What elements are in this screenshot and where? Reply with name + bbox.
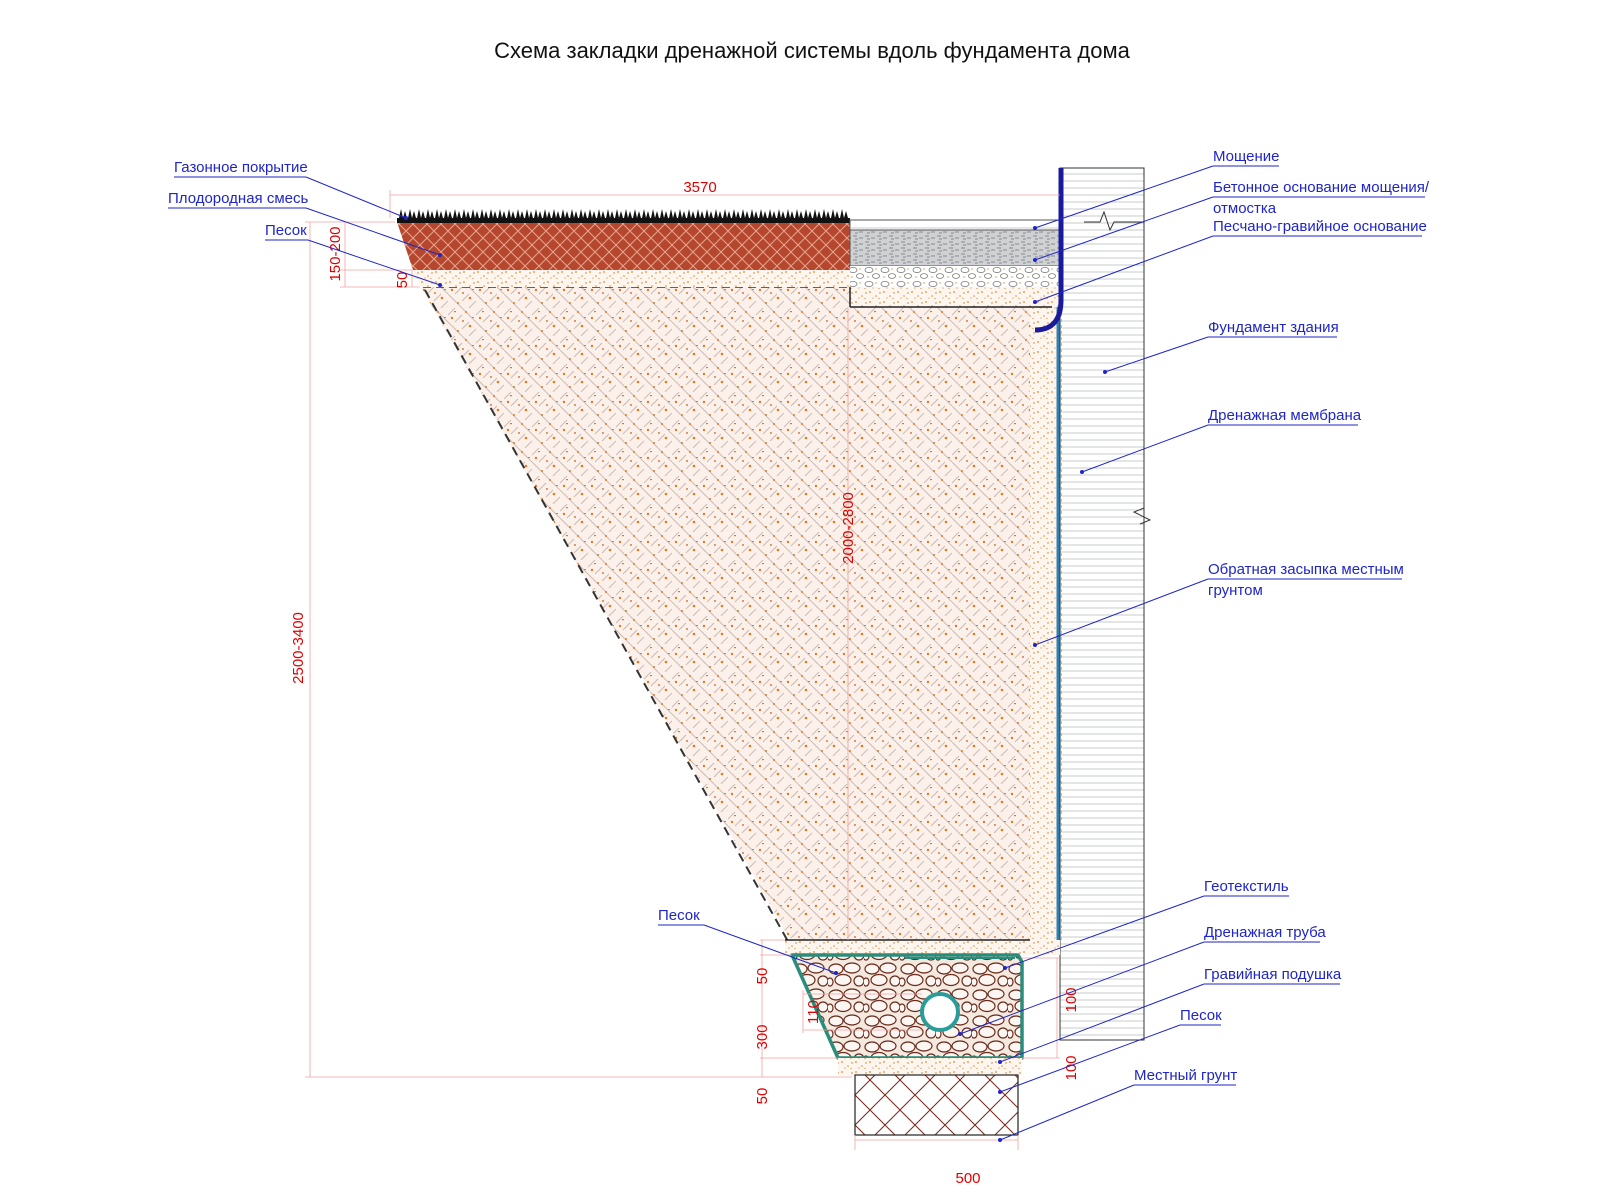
dim-side-gap-bottom: 100 (1063, 1055, 1080, 1080)
callout-native-soil: Местный грунт (998, 1067, 1237, 1142)
sand-gravel-base-layer (850, 266, 1060, 287)
callout-fertile-mix-label: Плодородная смесь (168, 190, 308, 207)
fertile-mix-layer (397, 222, 850, 270)
drainage-membrane (1056, 307, 1062, 940)
dim-pipe-diameter: 110 (805, 1000, 822, 1024)
callout-sand-bottom-left-label: Песок (658, 907, 700, 924)
concrete-base-layer (849, 229, 1061, 267)
callout-backfill-line1: Обратная засыпка местным (1208, 561, 1404, 578)
sand-above-gravel-layer (785, 940, 1060, 955)
geotextile-wrap (790, 953, 1024, 1060)
callout-sand-bottom-left: Песок (658, 907, 838, 975)
native-soil (854, 1074, 1019, 1136)
downpipe (1034, 168, 1064, 333)
callout-membrane-label: Дренажная мембрана (1208, 407, 1362, 424)
callout-geotextile-label: Геотекстиль (1204, 878, 1289, 895)
callout-sand-top-label: Песок (265, 222, 307, 239)
sand-gravel-base-lower (850, 287, 1060, 307)
callout-paving: Мощение (1033, 148, 1280, 230)
dim-top-width: 3570 (683, 179, 716, 196)
callout-gravel-cushion: Гравийная подушка (998, 966, 1342, 1064)
callout-native-soil-label: Местный грунт (1134, 1067, 1237, 1084)
callout-foundation: Фундамент здания (1103, 319, 1339, 374)
sand-top-layer (413, 270, 850, 287)
wall-break-mark-middle (1132, 507, 1152, 525)
callout-paving-label: Мощение (1213, 148, 1280, 165)
excavation-slope-line (424, 289, 791, 946)
callout-gravel-cushion-label: Гравийная подушка (1204, 966, 1342, 983)
backfill-soil-layer (421, 287, 1052, 940)
dim-backfill-depth: 2000-2800 (840, 492, 857, 564)
callout-sand-bottom-right: Песок (998, 1007, 1222, 1094)
dimension-lines (305, 190, 1060, 1150)
lawn-grass (397, 209, 850, 223)
callout-drain-pipe: Дренажная труба (958, 924, 1326, 1036)
gravel-cushion (792, 955, 1022, 1058)
callout-drain-pipe-label: Дренажная труба (1204, 924, 1326, 941)
dim-side-gap-top: 100 (1063, 987, 1080, 1012)
near-wall-soil-strip (1030, 307, 1060, 940)
callout-lawn-label: Газонное покрытие (174, 159, 308, 176)
paving-layer (849, 219, 1061, 231)
dim-total-depth: 2500-3400 (290, 612, 307, 684)
dim-bottom-width: 500 (955, 1170, 980, 1187)
callout-backfill: Обратная засыпка местным грунтом (1033, 561, 1404, 647)
dim-sand-below-gravel: 50 (754, 1088, 771, 1105)
wall-break-mark-top (1084, 210, 1144, 232)
dim-gravel-depth: 300 (754, 1024, 771, 1049)
callout-geotextile: Геотекстиль (1003, 878, 1289, 970)
callout-sand-bottom-right-label: Песок (1180, 1007, 1222, 1024)
callout-concrete-base-line2: отмостка (1213, 200, 1277, 217)
callout-concrete-base: Бетонное основание мощения/ отмостка (1033, 179, 1430, 262)
callout-fertile-mix: Плодородная смесь (168, 190, 442, 257)
callout-concrete-base-line1: Бетонное основание мощения/ (1213, 179, 1430, 196)
sand-below-gravel-layer (838, 1058, 1022, 1075)
callout-sand-gravel-base: Песчано-гравийное основание (1033, 218, 1427, 304)
callout-backfill-line2: грунтом (1208, 582, 1263, 599)
callout-foundation-label: Фундамент здания (1208, 319, 1339, 336)
callout-sand-top: Песок (265, 222, 442, 287)
dim-sand-above-gravel: 50 (754, 968, 771, 985)
callout-lawn: Газонное покрытие (174, 159, 408, 220)
drain-pipe (920, 992, 960, 1032)
dim-fertile-layer: 150-200 (327, 226, 344, 281)
callout-sand-gravel-base-label: Песчано-гравийное основание (1213, 218, 1427, 235)
building-foundation (1059, 167, 1145, 1041)
callout-membrane: Дренажная мембрана (1080, 407, 1362, 474)
diagram-title: Схема закладки дренажной системы вдоль ф… (494, 38, 1130, 63)
dim-sand-top: 50 (394, 272, 411, 289)
